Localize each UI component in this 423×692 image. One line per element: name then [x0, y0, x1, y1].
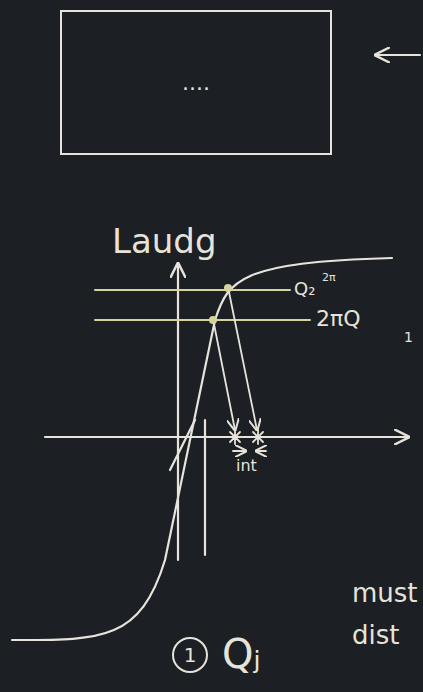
chalk-label: Qⱼ [222, 634, 260, 674]
tick-mark [253, 430, 263, 444]
axis-stroke [204, 420, 206, 555]
curve-cross [170, 420, 195, 470]
projection-arrow [229, 292, 257, 430]
interval-arrow [233, 450, 246, 452]
chalk-label: 2π [322, 272, 336, 283]
chalk-label: 2πQ [316, 308, 361, 330]
horizontal-axis [45, 436, 408, 438]
distribution-curve [12, 258, 392, 640]
node-text: .... [182, 72, 210, 94]
intersection-dot [209, 316, 217, 324]
tune-line [95, 289, 290, 291]
node-text: 1 [184, 645, 197, 665]
chalk-label: Laudg [112, 224, 217, 258]
blank-box: .... [60, 10, 332, 155]
chalk-label: Q₂ [294, 280, 315, 298]
chalk-label: dist [352, 622, 399, 648]
vertical-axis [177, 264, 179, 560]
chalk-label: int [236, 458, 257, 474]
intersection-dot [224, 284, 232, 292]
projection-arrow [214, 324, 235, 430]
numbered-circle: 1 [172, 637, 208, 673]
interval-arrow [256, 450, 266, 452]
chalk-label: 1 [404, 330, 413, 344]
chalk-label: must [352, 580, 418, 606]
tune-line [95, 319, 310, 321]
pointer-arrow [376, 54, 420, 56]
tick-mark [230, 430, 240, 444]
